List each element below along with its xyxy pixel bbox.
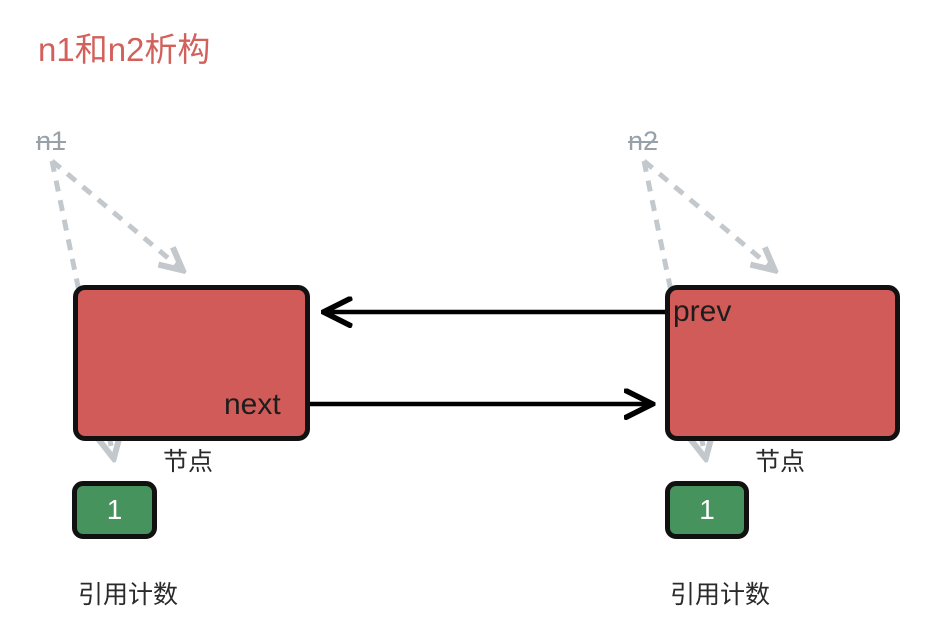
diagram-title: n1和n2析构 xyxy=(38,31,211,68)
pointer-label-n2: n2 xyxy=(628,126,659,156)
left-refcount-caption: 引用计数 xyxy=(78,581,179,609)
right-refcount-caption: 引用计数 xyxy=(670,581,771,609)
left-node-caption: 节点 xyxy=(163,448,214,476)
n2-to-right-node-arrow xyxy=(642,159,772,268)
right-node-caption: 节点 xyxy=(755,448,806,476)
left-node-next-label: next xyxy=(224,388,281,421)
pointer-label-n1: n1 xyxy=(36,126,67,156)
left-refcount-value: 1 xyxy=(106,494,123,525)
right-refcount-value: 1 xyxy=(699,494,715,525)
left-node-box xyxy=(73,285,310,441)
right-refcount-box: 1 xyxy=(665,481,749,539)
right-node-box xyxy=(665,285,900,441)
n1-to-left-node-arrow xyxy=(50,159,180,268)
left-refcount-box: 1 xyxy=(72,481,157,539)
right-node-prev-label: prev xyxy=(673,295,732,328)
